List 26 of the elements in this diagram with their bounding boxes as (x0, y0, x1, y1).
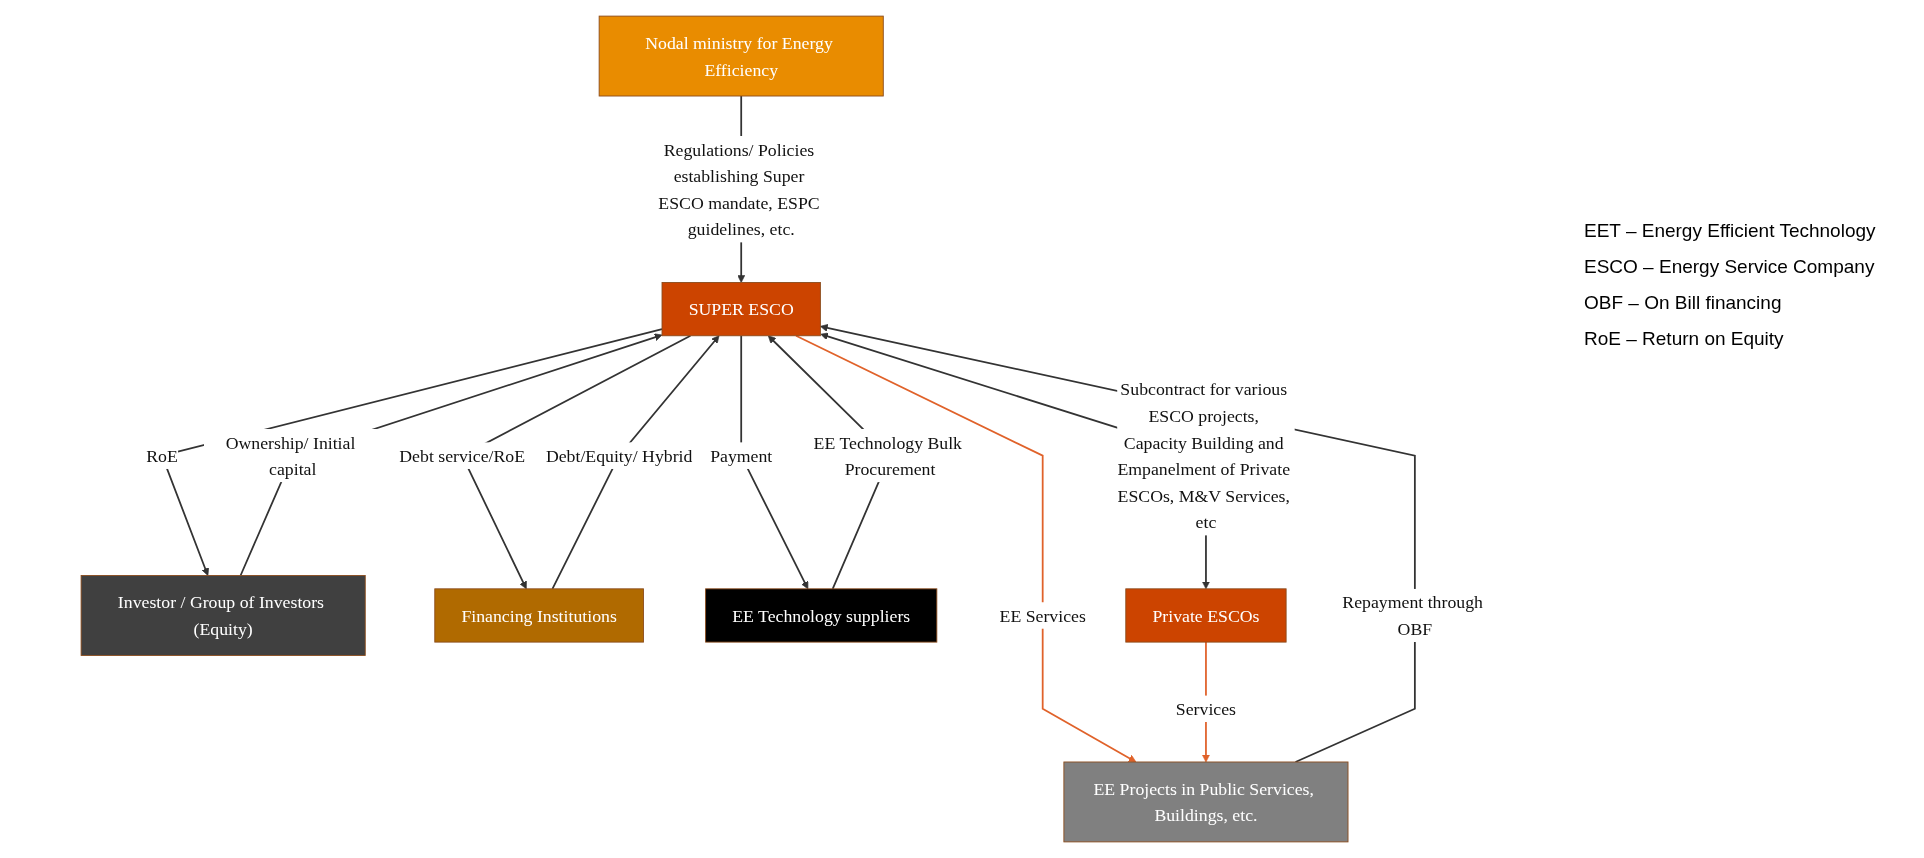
arrow (794, 334, 1136, 763)
arrow (239, 333, 662, 577)
edge-label: Payment (709, 445, 772, 466)
edge-label: Ownership/ Initial capital (225, 432, 355, 479)
edge-label: Services (1175, 698, 1236, 719)
arrow (739, 334, 808, 590)
edge-label: Repayment through OBF (1341, 592, 1483, 639)
edge-label: EE Services (999, 605, 1086, 626)
node-box: Investor / Group of Investors (Equity) (80, 575, 366, 656)
edge-label: Regulations/ Policies establishing Super ESCO mandate, ESPC guidelines, etc. (657, 139, 820, 239)
node-box: SUPER ESCO (661, 282, 821, 337)
node-box: Financing Institutions (433, 588, 644, 643)
edge-label: Debt service/RoE (398, 445, 525, 466)
legend-note: RoE – Return on Equity (1584, 328, 1785, 350)
legend-note: OBF – On Bill financing (1584, 292, 1783, 314)
node-box: Nodal ministry for Energy Efficiency (598, 15, 884, 97)
node-box: EE Technology suppliers (704, 588, 937, 643)
legend-note: ESCO – Energy Service Company (1584, 256, 1876, 278)
edge-label: Subcontract for various ESCO projects, Capacity Building and Empanelment of Private ESCOs, M&V Services, etc (1117, 379, 1290, 532)
node-box: EE Projects in Public Services, Buildings, etc. (1063, 761, 1349, 843)
node-box: Private ESCOs (1124, 588, 1287, 643)
legend-note: EET – Energy Efficient Technology (1584, 220, 1877, 242)
edge-label: RoE (145, 445, 178, 466)
edge-label: EE Technology Bulk Procurement (813, 432, 962, 479)
arrow (551, 335, 719, 590)
edge-label: Debt/Equity/ Hybrid (545, 445, 692, 466)
